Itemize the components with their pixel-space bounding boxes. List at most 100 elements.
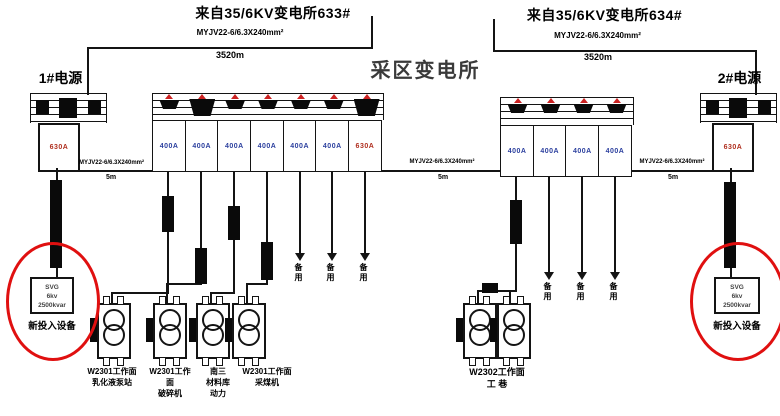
svg-capacity: 2500kvar xyxy=(723,302,751,309)
breaker-icon xyxy=(353,99,380,116)
svg-capacity: 2500kvar xyxy=(38,302,66,309)
wire xyxy=(331,172,333,253)
feed-633-title: 来自35/6KV变电所633# xyxy=(195,5,351,21)
svg-type: SVG xyxy=(730,284,744,291)
breaker-cell: 400A xyxy=(184,120,219,172)
cable-coupler xyxy=(189,318,196,342)
feed-634-title: 来自35/6KV变电所634# xyxy=(526,7,683,23)
isolator-tick-icon xyxy=(362,94,371,99)
cell-rating: 400A xyxy=(507,147,527,155)
bus-cell xyxy=(534,97,567,125)
tie-middle-spec: MYJV22-6/6.3X240mm² xyxy=(409,159,475,165)
supply-2-switchgear xyxy=(700,93,777,123)
bus-right-busbar xyxy=(500,97,634,125)
arrow-down-icon xyxy=(577,272,587,280)
isolator-tick-icon xyxy=(165,94,174,99)
terminal xyxy=(159,357,166,366)
wire xyxy=(210,292,235,294)
arrow-down-icon xyxy=(295,253,305,261)
breaker-cell: 630A xyxy=(347,120,382,172)
bus-left-busbar xyxy=(152,93,384,120)
isolator-tick-icon xyxy=(296,94,305,99)
cell-rating: 400A xyxy=(605,147,625,155)
cable-mark xyxy=(261,242,273,280)
mobile-substation-transformer xyxy=(90,296,131,366)
supply-2-breaker-box: 630A xyxy=(712,123,754,172)
wire xyxy=(493,50,757,52)
wire xyxy=(730,168,732,182)
svg-type: SVG xyxy=(45,284,59,291)
spare-label: 备用 xyxy=(543,282,552,302)
cable-mark xyxy=(162,196,174,232)
wire xyxy=(200,172,202,283)
tie-right-spec: MYJV22-6/6.3X240mm² xyxy=(639,159,705,165)
bus-cell xyxy=(153,93,186,120)
wire xyxy=(632,170,712,172)
mobile-substation-transformer xyxy=(146,296,187,366)
wire xyxy=(548,177,550,272)
supply-1-switchgear xyxy=(30,93,107,123)
wire xyxy=(111,292,169,294)
isolator-tick-icon xyxy=(579,98,588,103)
isolator-tick-icon xyxy=(513,98,522,103)
terminal xyxy=(216,296,223,305)
isolator-tick-icon xyxy=(612,98,621,103)
label-line: 采煤机 xyxy=(255,378,279,387)
wire xyxy=(509,290,511,303)
cable-coupler xyxy=(490,318,497,342)
breaker-cell: 400A xyxy=(532,125,567,177)
bus-cell xyxy=(501,97,534,125)
terminal xyxy=(238,357,245,366)
terminal xyxy=(173,296,180,305)
terminal xyxy=(202,296,209,305)
spare-label: 备用 xyxy=(326,263,335,283)
spare-label: 备用 xyxy=(609,282,618,302)
label-line: W2301工作面 xyxy=(242,367,292,376)
breaker-cell: 400A xyxy=(597,125,632,177)
svg-voltage: 6kv xyxy=(46,293,58,300)
feed-634-cable-length: 3520m xyxy=(583,52,613,62)
wire xyxy=(755,50,757,95)
terminal xyxy=(117,296,124,305)
wire xyxy=(581,177,583,272)
label-line: W2302工作面 xyxy=(469,367,525,377)
breaker-icon xyxy=(189,99,216,116)
transformer-label: 南三 材料库 动力 xyxy=(198,366,238,399)
breaker-rating: 630A xyxy=(723,144,743,151)
label-line: 材料库 xyxy=(206,378,230,387)
tie-left-length: 5m xyxy=(105,174,117,181)
transformer-label: W2301工作 面 破碎机 xyxy=(145,366,195,399)
bus-cell xyxy=(219,93,252,120)
winding-icon xyxy=(238,324,260,346)
breaker-cell: 400A xyxy=(565,125,600,177)
feed-633-cable-length: 3520m xyxy=(215,50,245,60)
terminal xyxy=(503,296,510,305)
breaker-icon xyxy=(507,104,528,113)
breaker-icon xyxy=(290,100,311,109)
cable-coupler xyxy=(456,318,463,342)
feed-633-cable-spec: MYJV22-6/6.3X240mm² xyxy=(196,28,284,37)
terminal xyxy=(483,357,490,366)
breaker-cell: 400A xyxy=(249,120,285,172)
svg-compensator-box: SVG 6kv 2500kvar xyxy=(714,277,760,314)
wire xyxy=(382,170,500,172)
wire xyxy=(614,177,616,272)
cell-rating: 630A xyxy=(355,142,375,150)
arrow-down-icon xyxy=(327,253,337,261)
tie-left-spec: MYJV22-6/6.3X240mm² xyxy=(78,160,145,166)
spare-label: 备用 xyxy=(359,263,368,283)
terminal xyxy=(503,357,510,366)
mobile-substation-transformer xyxy=(225,296,266,366)
breaker-icon xyxy=(323,100,344,109)
new-equipment-caption: 新投入设备 xyxy=(713,321,761,332)
tie-middle-length: 5m xyxy=(437,174,449,181)
winding-icon xyxy=(202,324,224,346)
cell-rating: 400A xyxy=(572,147,592,155)
wire xyxy=(56,168,58,180)
winding-icon xyxy=(503,324,525,346)
label-line: 破碎机 xyxy=(158,389,182,398)
cell-rating: 400A xyxy=(540,147,560,155)
terminal xyxy=(216,357,223,366)
isolator-tick-icon xyxy=(264,94,272,99)
